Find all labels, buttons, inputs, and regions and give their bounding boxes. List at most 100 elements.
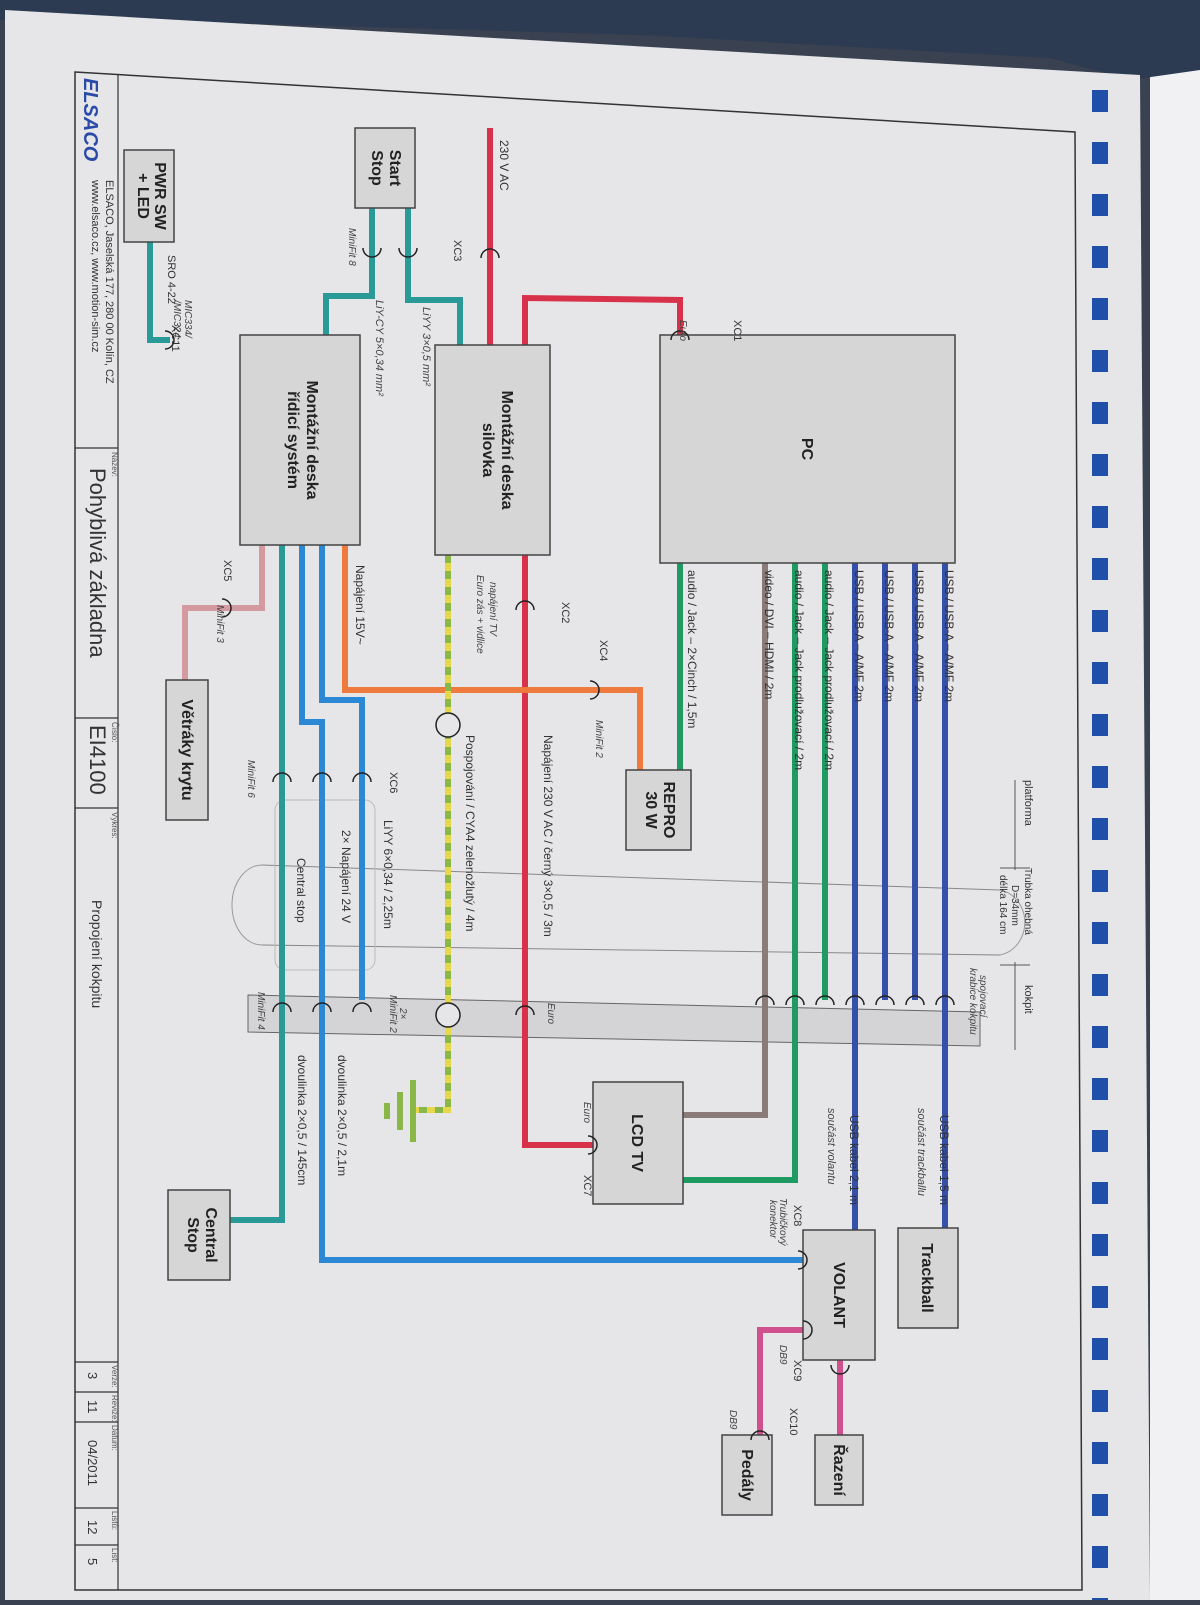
binding-ring — [1092, 194, 1108, 216]
ridici-label-1: Montážní deska — [303, 380, 320, 499]
label-minifit4: MiniFit 4 — [255, 992, 266, 1030]
label-xc2: XC2 — [559, 602, 571, 623]
vykres-label: Výkres: — [110, 812, 119, 839]
spiral-binding — [1092, 90, 1108, 1605]
drawing-frame — [74, 71, 1083, 1591]
binding-ring — [1092, 1130, 1108, 1152]
datum-label: Datum: — [110, 1425, 119, 1451]
connector-230v — [480, 248, 500, 259]
revize-label: Revize: — [110, 1395, 119, 1422]
connector-euro-box — [515, 1005, 535, 1016]
listu-label: Listů: — [110, 1511, 119, 1530]
label-trubka-1: Trubka ohebná — [1022, 868, 1033, 935]
connector-xc6-0 — [272, 772, 292, 783]
label-video: video / DVI – HDMI / 2m — [762, 570, 776, 699]
label-xc4: XC4 — [597, 640, 609, 661]
connector-xc11 — [164, 330, 175, 350]
company-web: www.elsaco.cz, www.motion-sim.cz — [89, 179, 101, 352]
silovka-label-2: silovka — [479, 423, 496, 477]
wire-liyy6 — [319, 545, 365, 1000]
binding-ring — [1092, 662, 1108, 684]
label-platforma: platforma — [1022, 780, 1034, 827]
revize-value: 11 — [85, 1400, 100, 1414]
block-vetraky — [165, 679, 209, 821]
start-stop-label-2: Stop — [368, 150, 385, 186]
label-spojovaci-1: spojovací — [977, 975, 988, 1018]
label-central-stop-cable: Central stop — [294, 858, 308, 923]
label-xc8: XC8 — [791, 1205, 803, 1226]
block-trackball — [897, 1227, 959, 1329]
block-silovka — [434, 344, 551, 556]
binding-ring — [1092, 506, 1108, 528]
central-stop-label-2: Stop — [184, 1217, 201, 1253]
label-minifit2x-a: 2× — [397, 1007, 408, 1020]
label-minifit6: MiniFit 6 — [245, 760, 256, 798]
connector-cockpit-1 — [785, 995, 805, 1006]
label-usb-trackball-2: součást trackballu — [915, 1108, 927, 1196]
label-napajeni15: Napájení 15V~ — [353, 565, 367, 645]
connector-cockpit-0 — [755, 995, 775, 1006]
wire-tv-power — [522, 555, 593, 1148]
label-liycy5: LiY-CY 5×0,34 mm² — [373, 300, 385, 396]
binding-ring — [1092, 818, 1108, 840]
label-mic: MIC334/ — [182, 300, 193, 339]
label-trubka-2: D=34mm — [1009, 885, 1020, 926]
label-xc1: XC1 — [731, 320, 743, 341]
binding-ring — [1092, 610, 1108, 632]
label-euro-xc2b: Euro — [545, 1003, 556, 1025]
wire-pospojovani-green — [416, 555, 451, 1113]
nazev-label: Název: — [110, 452, 119, 477]
binding-ring — [1092, 1234, 1108, 1256]
label-db9-b: DB9 — [727, 1410, 738, 1430]
datum-value: 04/2011 — [85, 1440, 100, 1486]
connector-cockpit-6 — [935, 995, 955, 1006]
elsaco-logo: ELSACO — [79, 78, 101, 162]
label-euro-zas: Euro zás + vidlice — [474, 575, 485, 654]
binding-ring — [1092, 454, 1108, 476]
wire-start-stop-ridici — [323, 208, 375, 335]
razeni-label: Řazení — [830, 1444, 849, 1496]
label-usb-trackball-1: USB kabel 1,5 m — [937, 1115, 951, 1205]
binding-ring — [1092, 1442, 1108, 1464]
pc-label: PC — [798, 438, 815, 461]
block-central-stop — [167, 1189, 231, 1281]
label-trubickovy-2: konektor — [767, 1200, 778, 1239]
binding-ring — [1092, 1182, 1108, 1204]
nazev-value: Pohyblivá základna — [85, 468, 110, 658]
central-stop-label-1: Central — [202, 1207, 219, 1262]
connector-box-0 — [272, 1002, 292, 1013]
list-value: 5 — [85, 1558, 100, 1565]
connector-xc3-b — [362, 247, 382, 258]
label-napajeni230: Napájení 230 V AC / černý 3×0,5 / 3m — [541, 735, 555, 937]
pwr-sw-label-2: + LED — [134, 173, 151, 219]
repro-label-1: REPRO — [660, 782, 677, 839]
ridici-label-2: řídicí systém — [284, 391, 301, 489]
block-ridici — [239, 334, 361, 546]
wire-audio-2 — [683, 563, 798, 1183]
label-audio-cinch: audio / Jack – 2×Cinch / 1,5m — [685, 570, 699, 728]
wire-pwr-sw — [147, 242, 170, 343]
start-stop-label-1: Start — [386, 150, 403, 187]
label-dvoulinka-1: dvoulinka 2×0,5 / 2,1m — [335, 1055, 349, 1176]
verze-value: 3 — [85, 1372, 100, 1379]
binding-ring — [1092, 1078, 1108, 1100]
block-pedaly — [721, 1434, 773, 1516]
vykres-value: Propojení kokpitu — [89, 900, 105, 1008]
label-xc5: XC5 — [221, 560, 233, 581]
block-pc — [659, 334, 956, 564]
list-label: List: — [110, 1548, 119, 1563]
label-xc7: XC7 — [581, 1175, 593, 1196]
label-sro: SRO 4-22 — [165, 255, 177, 304]
connector-xc9 — [802, 1320, 813, 1340]
block-lcd-tv — [592, 1081, 684, 1205]
binding-ring — [1092, 1026, 1108, 1048]
label-minifit8: MiniFit 8 — [346, 228, 357, 266]
tube-dimension-lines — [1000, 780, 1030, 1050]
verze-label: Verze: — [110, 1365, 119, 1388]
ground-terminal-1 — [435, 1002, 461, 1028]
label-usb-1: USB / USB-A – A/MF 2m — [942, 570, 956, 702]
binding-ring — [1092, 142, 1108, 164]
binding-ring — [1092, 246, 1108, 268]
block-volant — [802, 1229, 876, 1361]
